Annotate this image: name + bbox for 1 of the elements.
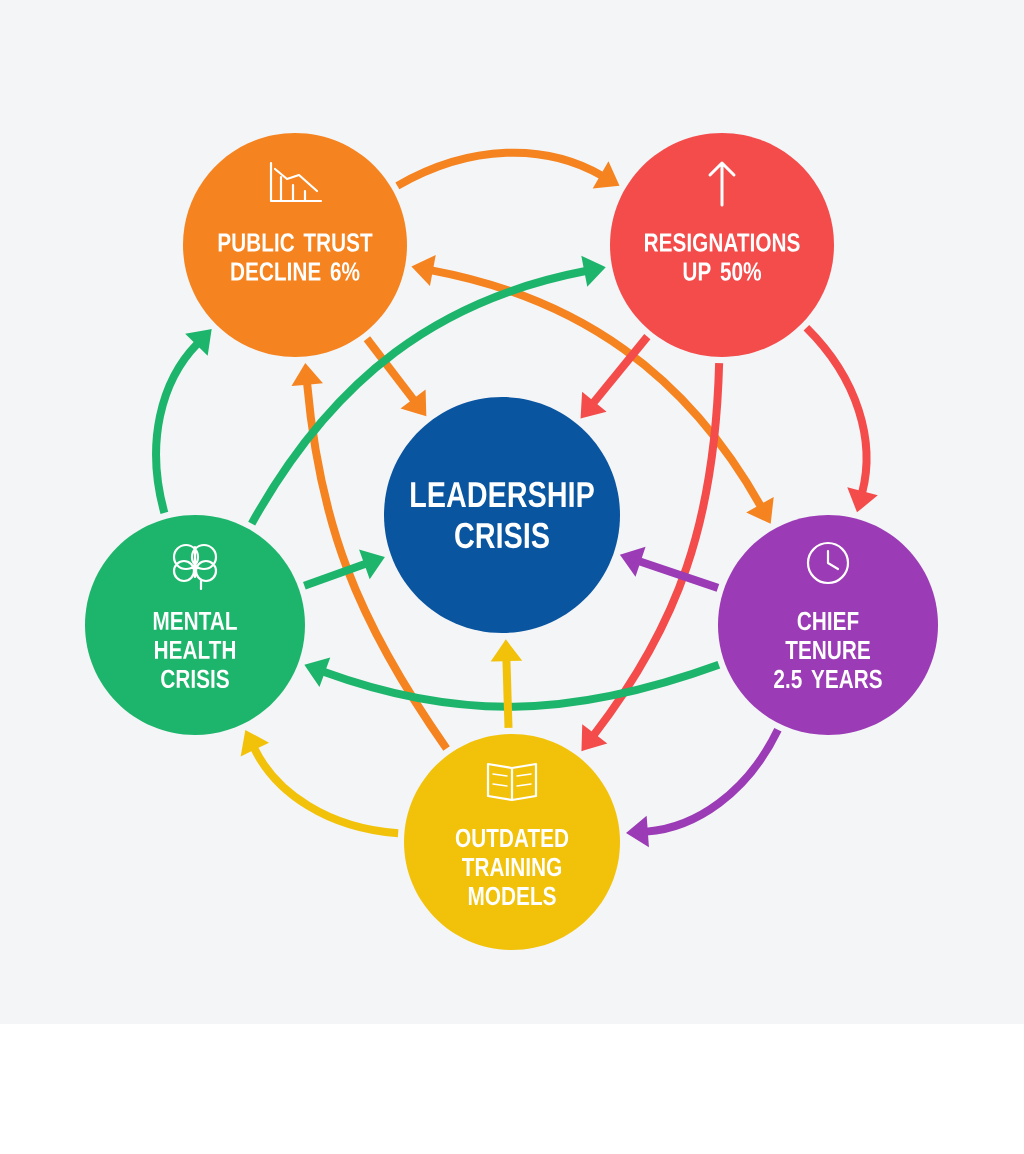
arrow (152, 329, 212, 514)
